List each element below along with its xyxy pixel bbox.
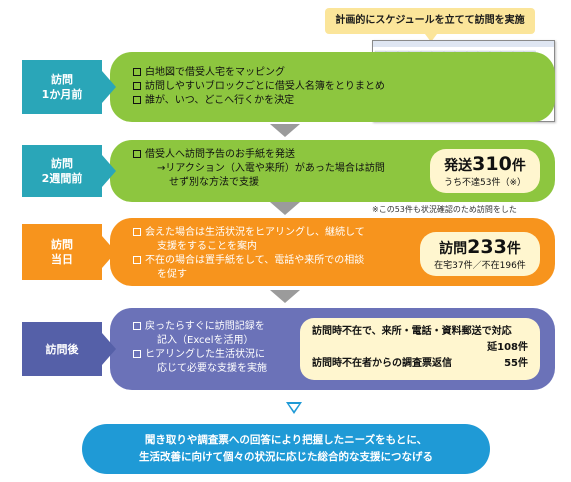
stage-4-stat-value-1: 延108件 <box>487 342 528 353</box>
stage-1-item: 誰が、いつ、どこへ行くかを決定 <box>133 94 393 108</box>
stage-3-stat-sub: 在宅37件／不在196件 <box>434 261 526 271</box>
stage-4-label: 訪問後 <box>22 322 116 376</box>
stage-3-label-line-2: 当日 <box>51 253 73 266</box>
flow-arrow-icon <box>270 290 300 303</box>
stage-3-cont: を促す <box>157 269 187 280</box>
stage-2-sub: せず別な方法で支援 <box>169 177 259 188</box>
stage-2-label-line-1: 訪問 <box>51 157 73 170</box>
checkbox-icon <box>133 322 141 330</box>
stage-4-item: 戻ったらすぐに訪問記録を <box>133 320 298 334</box>
stage-3-item: 会えた場合は生活状況をヒアリングし、継続して <box>133 226 403 240</box>
stage-1-label: 訪問 1か月前 <box>22 60 116 114</box>
stage-4-label-line-1: 訪問後 <box>45 342 79 356</box>
stage-1-item: 白地図で借受人宅をマッピング <box>133 66 393 80</box>
stage-3-items: 会えた場合は生活状況をヒアリングし、継続して 支援をすることを案内 不在の場合は… <box>133 226 403 282</box>
stage-1-band <box>110 52 555 122</box>
stage-3-label-line-1: 訪問 <box>51 238 73 251</box>
stage-4-stat-value-2: 55件 <box>504 358 528 369</box>
checkbox-icon <box>133 256 141 264</box>
stage-2-label: 訪問 2週間前 <box>22 145 116 197</box>
stage-2-sub: →リアクション（入電や来所）があった場合は訪問 <box>157 163 385 174</box>
stage-2-stat-sub: うち不達53件（※） <box>444 178 526 188</box>
stage-4-stat-line-1: 訪問時不在で、来所・電話・資料郵送で対応 <box>312 326 512 337</box>
stage-3-item: 不在の場合は置手紙をして、電話や来所での相談 <box>133 254 403 268</box>
schedule-callout: 計画的にスケジュールを立てて訪問を実施 <box>325 8 535 42</box>
final-line-2: 生活改善に向けて個々の状況に応じた総合的な支援につなげる <box>139 451 433 463</box>
stage-4-items: 戻ったらすぐに訪問記録を 記入（Excelを活用） ヒアリングした生活状況に 応… <box>133 320 298 376</box>
checkbox-icon <box>133 350 141 358</box>
stage-1-items: 白地図で借受人宅をマッピング 訪問しやすいブロックごとに借受人名簿をとりまとめ … <box>133 66 393 108</box>
stage-2-label-line-2: 2週間前 <box>41 172 83 185</box>
checkbox-icon <box>133 228 141 236</box>
stage-2-items: 借受人へ訪問予告のお手紙を発送 →リアクション（入電や来所）があった場合は訪問 … <box>133 148 403 190</box>
stage-3-stat: 訪問233件 在宅37件／不在196件 <box>420 232 540 276</box>
stage-4-cont: 応じて必要な支援を実施 <box>157 363 267 374</box>
stage-4-stat: 訪問時不在で、来所・電話・資料郵送で対応 延108件 訪問時不在者からの調査票返… <box>300 318 540 380</box>
stage-3-cont: 支援をすることを案内 <box>157 241 257 252</box>
stage-4-item: ヒアリングした生活状況に <box>133 348 298 362</box>
final-line-1: 聞き取りや調査票への回答により把握したニーズをもとに、 <box>144 434 428 446</box>
checkbox-icon <box>133 96 141 104</box>
stage-1-label-line-1: 訪問 <box>51 73 73 86</box>
undelivered-note: ※この53件も状況確認のため訪問をした <box>372 205 517 214</box>
stage-2-stat: 発送310件 うち不達53件（※） <box>430 149 540 193</box>
stage-3-label: 訪問 当日 <box>22 224 116 280</box>
checkbox-icon <box>133 68 141 76</box>
stage-4-stat-line-2: 訪問時不在者からの調査票返信 <box>312 358 452 369</box>
stage-1-item: 訪問しやすいブロックごとに借受人名簿をとりまとめ <box>133 80 393 94</box>
checkbox-icon <box>133 150 141 158</box>
stage-4-cont: 記入（Excelを活用） <box>157 335 254 346</box>
down-triangle-icon <box>286 402 302 414</box>
final-goal-banner: 聞き取りや調査票への回答により把握したニーズをもとに、 生活改善に向けて個々の状… <box>82 424 490 474</box>
flow-arrow-icon <box>270 124 300 137</box>
checkbox-icon <box>133 82 141 90</box>
stage-2-item: 借受人へ訪問予告のお手紙を発送 <box>133 148 403 162</box>
stage-1-label-line-2: 1か月前 <box>41 88 83 101</box>
flow-arrow-icon <box>270 202 300 215</box>
